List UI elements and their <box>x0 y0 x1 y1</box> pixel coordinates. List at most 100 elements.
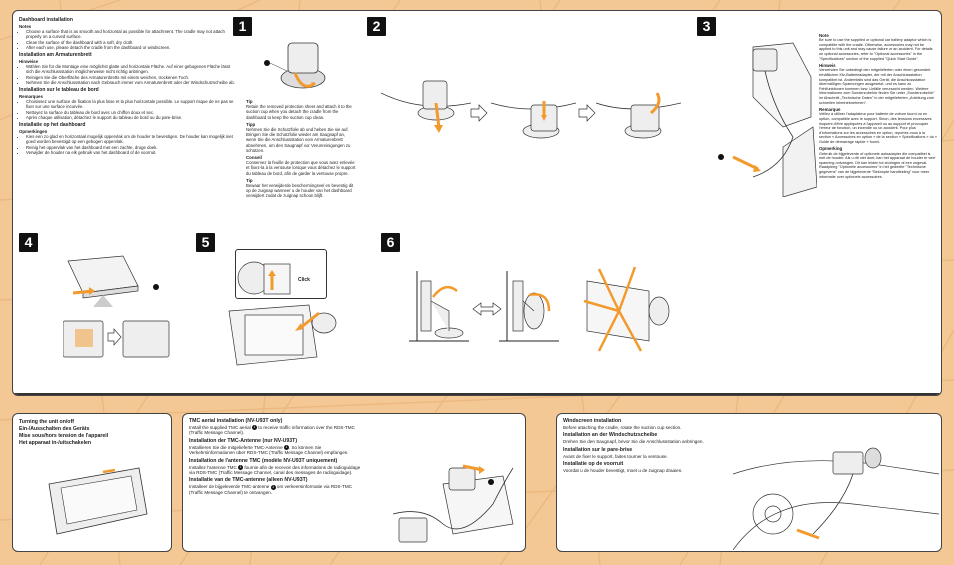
fr-head: Remarques <box>19 94 43 100</box>
note-head: Hinweis <box>819 63 836 69</box>
note-head: Note <box>819 33 829 38</box>
note-text: Gebruik de bijgeleverde of optionele aut… <box>819 151 936 179</box>
step-3-number: 3 <box>697 17 716 36</box>
wind-desc: Avant de fixer le support, faites tourne… <box>563 453 668 459</box>
tmc-desc-a: Install the supplied TMC aerial <box>189 425 251 430</box>
tip-head: Conseil <box>246 155 262 161</box>
note-item: Choisissez une surface de fixation la pl… <box>26 99 239 109</box>
fr-notes-list: Choisissez une surface de fixation la pl… <box>19 99 239 120</box>
nl-title: Installatie op het dashboard <box>19 122 86 129</box>
tmc-desc: Installeer de bijgeleverde TMC-antenne 1… <box>189 484 364 495</box>
callout-badge: 1 <box>252 425 257 431</box>
step-2-number: 2 <box>367 17 386 36</box>
click-label: Click <box>298 277 310 283</box>
step-5-detail-box: Click <box>235 249 327 299</box>
step-5-illustration <box>228 304 337 366</box>
step-3-illustration <box>718 42 817 197</box>
tips-text: Tip Retain the removed protection sheet … <box>246 99 356 201</box>
wind-desc: Drehen Sie den Saugnapf, bevor Sie die A… <box>563 439 704 445</box>
fr-title: Installation sur le tableau de bord <box>19 87 99 94</box>
tmc-desc-b: to receive traffic information over the … <box>189 425 355 436</box>
wind-title: Windscreen installation <box>563 418 622 424</box>
tmc-desc: Installez l'antenne TMC 1 fournie afin d… <box>189 465 364 476</box>
tmc-aerial-illustration <box>392 464 514 543</box>
note-item: Kies een zo glad en horizontaal mogelijk… <box>26 134 239 144</box>
note-item: Reinig het oppervlak van het dashboard m… <box>26 145 239 150</box>
tmc-desc: Install the supplied TMC aerial 1 to rec… <box>189 425 364 436</box>
step-5-number: 5 <box>196 233 215 252</box>
power-illustration <box>48 467 148 535</box>
note-text: Veillez à utiliser l'adaptateur pour bat… <box>819 112 937 144</box>
panel-bottom-rule <box>13 393 941 395</box>
windscreen-illustration <box>733 447 939 550</box>
note-item: Choose a surface that is as smooth and h… <box>26 29 239 39</box>
tmc-desc-a: Installeer de bijgeleverde TMC-antenne <box>189 484 270 490</box>
note-item: Nettoyez la surface du tableau de bord a… <box>26 110 239 115</box>
tmc-desc-a: Installez l'antenne TMC <box>189 464 237 470</box>
note-head: Opmerking <box>819 146 843 152</box>
wind-title: Installatie op de voorruit <box>563 461 624 468</box>
note-item: Reinigen Sie die Oberfläche des Armature… <box>26 75 239 80</box>
step-4-number: 4 <box>19 233 38 252</box>
note-item: Wählen Sie für die Montage eine möglichs… <box>26 64 239 74</box>
power-text: Turning the unit on/off Ein-/Ausschalten… <box>19 419 169 447</box>
wind-title: Installation an der Windschutzscheibe <box>563 432 658 439</box>
step-1-illustration <box>264 42 326 89</box>
tip-text: Nehmen Sie die Schutzfolie ab und heben … <box>246 127 351 153</box>
tmc-desc-b: . So können Sie Verkehrsinformationen üb… <box>189 444 349 456</box>
note-item: After each use, please detach the cradle… <box>26 45 239 50</box>
step-5-detail-illustration <box>237 261 291 295</box>
nl-notes-list: Kies een zo glad en horizontaal mogelijk… <box>19 134 239 155</box>
note-item: Clean the surface of the dashboard with … <box>26 40 239 45</box>
notes-list: Choose a surface that is as smooth and h… <box>19 29 239 50</box>
dashboard-install-text: Dashboard installation Notes Choose a su… <box>19 17 239 157</box>
de-head: Hinweise <box>19 59 39 65</box>
power-line: Turning the unit on/off <box>19 419 74 425</box>
callout-badge: 1 <box>270 484 276 490</box>
tip-text: Conservez la feuille de protection que v… <box>246 160 356 176</box>
windscreen-panel: Windscreen installation Before attaching… <box>556 413 942 552</box>
installation-panel: Dashboard installation Notes Choose a su… <box>12 10 942 396</box>
tmc-desc-b: fournie afin de recevoir des information… <box>189 464 361 476</box>
tmc-text: TMC aerial installation (NV-U93T only) I… <box>189 418 364 497</box>
tip-head: Tip <box>246 177 253 183</box>
note-text: Verwenden Sie unbedingt den mitgeliefert… <box>819 68 935 105</box>
tmc-desc-b: om verkeersinformatie via RDS-TMC (Traff… <box>189 484 352 495</box>
tmc-desc: Installieren Sie die mitgelieferte TMC-A… <box>189 445 364 456</box>
adaptor-notes-text: Note Be sure to use the supplied or opti… <box>819 33 937 181</box>
note-head: Remarque <box>819 107 841 113</box>
step-6-illustration <box>409 266 670 352</box>
tmc-desc-a: Installieren Sie die mitgelieferte TMC-A… <box>189 444 283 450</box>
power-line: Ein-/Ausschalten des Geräts <box>19 426 90 432</box>
nl-head: Opmerkingen <box>19 129 48 135</box>
wind-title: Installation sur le pare-brise <box>563 446 633 453</box>
install-title: Dashboard installation <box>19 17 73 23</box>
step-2-illustration <box>381 80 681 139</box>
tmc-title: TMC aerial installation (NV-U93T only) <box>189 418 283 424</box>
wind-desc: Before attaching the cradle, rotate the … <box>563 425 682 430</box>
callout-badge: 1 <box>283 445 289 451</box>
power-line: Het apparaat in-/uitschakelen <box>19 440 92 446</box>
callout-badge: 1 <box>238 464 244 470</box>
note-item: Après chaque utilisation, détachez le su… <box>26 115 239 120</box>
tmc-title: Installation der TMC-Antenne (nur NV-U93… <box>189 437 298 444</box>
tmc-title: Installation de l'antenne TMC (modèle NV… <box>189 457 338 464</box>
tmc-panel: TMC aerial installation (NV-U93T only) I… <box>182 413 526 552</box>
tip-head: Tip <box>246 99 253 104</box>
power-panel: Turning the unit on/off Ein-/Ausschalten… <box>12 413 172 552</box>
note-item: Verwijder de houder na elk gebruik van h… <box>26 150 239 155</box>
tip-head: Tipp <box>246 121 256 127</box>
power-line: Mise sous/hors tension de l'appareil <box>19 433 109 439</box>
tmc-title: Installatie van de TMC-antenne (alleen N… <box>189 477 308 484</box>
windscreen-text: Windscreen installation Before attaching… <box>563 418 723 476</box>
tip-text: Bewaar het verwijderde beschermingsvel e… <box>246 183 354 199</box>
note-text: Be sure to use the supplied or optional … <box>819 38 933 61</box>
note-item: Nehmen Sie die Anschlussstation nach Geb… <box>26 80 239 85</box>
notes-head: Notes <box>19 24 32 29</box>
tip-text: Retain the removed protection sheet and … <box>246 104 352 120</box>
de-notes-list: Wählen Sie für die Montage eine möglichs… <box>19 64 239 85</box>
de-title: Installation am Armaturenbrett <box>19 52 92 59</box>
wind-desc: Voordat u de houder bevestigt, moet u de… <box>563 468 683 474</box>
step-1-number: 1 <box>233 17 252 36</box>
step-4-illustration <box>63 255 170 358</box>
